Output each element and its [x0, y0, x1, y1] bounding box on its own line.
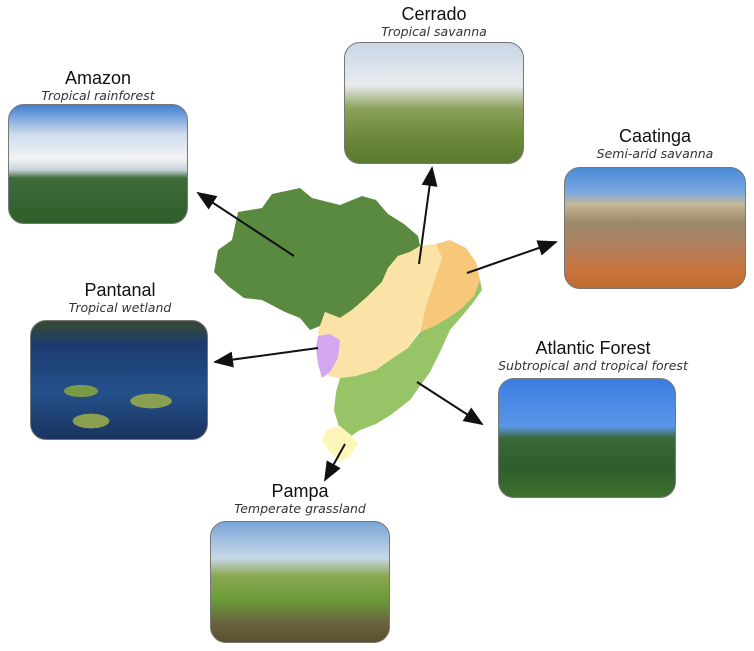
pampa-photo — [210, 521, 390, 643]
caatinga-region — [420, 240, 480, 332]
arrow-amazon — [196, 191, 295, 257]
amazon-label: Amazon Tropical rainforest — [41, 68, 155, 103]
arrow-pantanal — [213, 347, 319, 368]
cerrado-photo — [344, 42, 524, 164]
atlantic-forest-label: Atlantic Forest Subtropical and tropical… — [498, 338, 688, 373]
arrow-caatinga — [466, 240, 558, 274]
cerrado-region — [318, 244, 442, 378]
amazon-region — [214, 188, 420, 330]
arrow-pampa — [324, 443, 346, 482]
pantanal-label: Pantanal Tropical wetland — [68, 280, 172, 315]
pampa-label: Pampa Temperate grassland — [234, 481, 366, 516]
caatinga-label: Caatinga Semi-arid savanna — [596, 126, 714, 161]
pantanal-photo — [30, 320, 208, 440]
atlantic-forest-photo — [498, 378, 676, 498]
atlantic-forest-region — [334, 280, 482, 438]
pantanal-region — [316, 334, 340, 378]
arrow-cerrado — [418, 166, 438, 265]
amazon-photo — [8, 104, 188, 224]
pampa-region — [322, 426, 358, 462]
caatinga-photo — [564, 167, 746, 289]
cerrado-label: Cerrado Tropical savanna — [381, 4, 487, 39]
arrow-atlantic — [416, 381, 484, 426]
